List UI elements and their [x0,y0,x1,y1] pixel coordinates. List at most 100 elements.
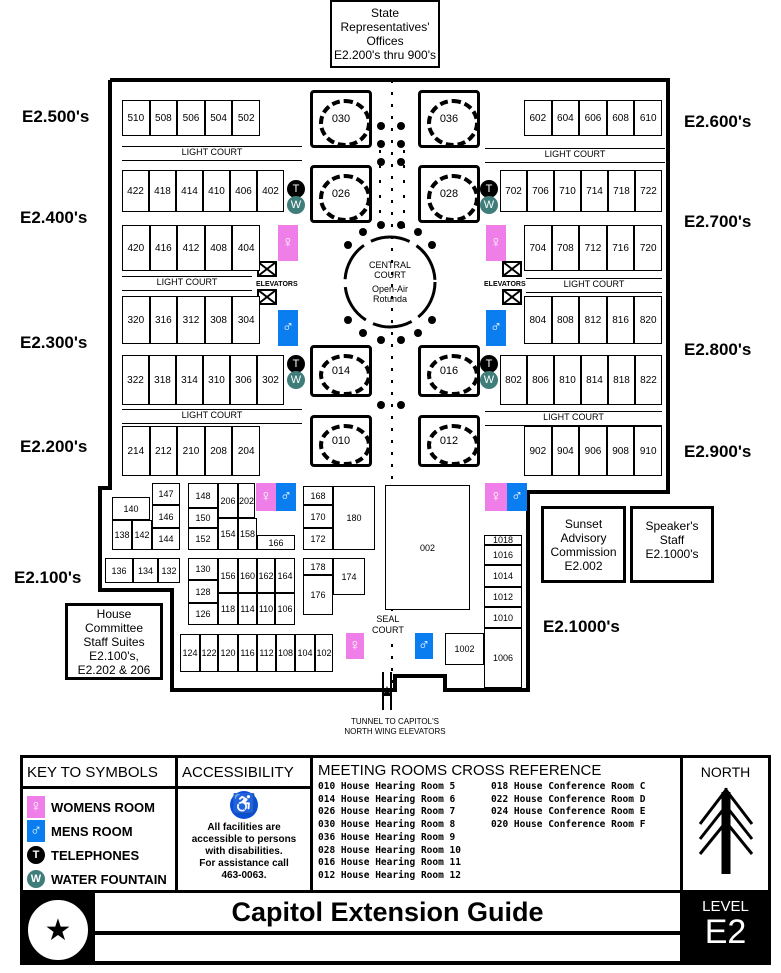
meeting-room-entry: 014 House Hearing Room 6 [318,793,456,805]
key-label: WATER FOUNTAIN [51,871,167,887]
mens-room-icon: ♂ [486,310,506,346]
room: 322 [122,355,149,405]
room: 106 [275,593,295,625]
room: 208 [204,426,233,476]
water-fountain-icon: W [287,196,305,214]
room: 178 [303,558,333,575]
room: 168 [303,486,333,505]
room: 706 [527,170,554,212]
room: 120 [218,634,238,672]
tunnel-label: TUNNEL TO CAPITOL'S NORTH WING ELEVATORS [325,717,465,737]
room: 714 [581,170,608,212]
texas-seal-logo: ★ [26,898,90,962]
room: 418 [149,170,176,212]
room: 214 [122,426,150,476]
room: 510 [122,100,150,136]
seal-court-label: COURT [372,625,404,635]
elevators-label-right: ELEVATORS [484,281,526,288]
room: 716 [606,225,635,271]
key-womens: ♀WOMENS ROOM [27,795,171,819]
room: 142 [132,520,152,550]
meeting-room-entry: 018 House Conference Room C [491,781,646,792]
room: 816 [606,296,635,344]
room: 104 [295,634,315,672]
room: 712 [579,225,607,271]
hearing-room: 016 [418,345,480,397]
meeting-room-entry: 012 House Hearing Room 12 [318,869,461,881]
hearing-room: 030 [310,90,372,148]
box-line: Speaker's [645,519,699,533]
room: 602 [524,100,552,136]
guide-title: Capitol Extension Guide [95,893,680,931]
box-line: State [370,6,400,20]
room: 124 [180,634,200,672]
mens-room-icon: ♂ [278,310,298,346]
mens-room-icon: ♂ [415,633,433,659]
room: 404 [232,225,260,271]
room: 126 [188,603,218,625]
telephone-icon: T [287,355,305,373]
room: 802 [500,355,527,405]
room: 102 [315,634,333,672]
room: 212 [149,426,178,476]
room: 172 [303,528,333,550]
meeting-room-entry: 026 House Hearing Room 7 [318,806,456,818]
hearing-room: 028 [418,165,480,223]
elevators-label-left: ELEVATORS [256,281,298,288]
room: 414 [176,170,203,212]
box-line: Staff Suites [83,634,145,649]
box-line: Staff [659,533,685,547]
womens-room-icon: ♀ [486,225,506,261]
room: 502 [232,100,260,136]
room: 910 [634,426,662,476]
level-value: E2 [704,913,747,951]
room: 122 [200,634,218,672]
seal-court-label: SEAL [376,614,400,624]
room: 814 [581,355,608,405]
room: 116 [238,634,257,672]
box-line: Advisory [560,530,607,545]
room: 140 [112,497,150,520]
room: 308 [204,296,233,344]
room: 158 [238,518,257,550]
hearing-room: 026 [310,165,372,223]
central-court-title: COURT [374,270,406,280]
light-court-left: LIGHT COURT [122,409,302,424]
meeting-room-entry: 010 House Hearing Room 5 [318,781,456,792]
room: 806 [527,355,554,405]
room: 150 [188,508,218,528]
wing-label-600: E2.600's [684,112,752,131]
wheelchair-icon: ♿ [230,791,258,819]
room: 148 [188,483,218,508]
room: 420 [122,225,150,271]
tunnel-label-line: NORTH WING ELEVATORS [344,727,446,736]
room: 152 [188,528,218,550]
access-line: For assistance call [199,858,289,869]
room: 902 [524,426,552,476]
wing-label-800: E2.800's [684,340,752,359]
access-line: 463-0063. [221,870,267,881]
room: 720 [634,225,662,271]
north-arrow-icon [698,787,753,874]
meeting-room-entry: 022 House Conference Room D [491,793,646,805]
room: 174 [333,558,365,595]
wing-label-500: E2.500's [22,107,90,126]
room: 146 [152,505,180,528]
room: 820 [634,296,662,344]
room: 162 [257,558,275,593]
box-line: Committee [84,620,143,635]
room: 134 [133,558,158,583]
room: 176 [303,575,333,615]
light-court-right: LIGHT COURT [526,278,662,293]
room: 320 [122,296,150,344]
room: 606 [579,100,607,136]
meeting-room-entry: 024 House Conference Room E [491,806,646,818]
room: 410 [203,170,230,212]
room: 156 [218,558,238,593]
room: 130 [188,558,218,580]
room: 170 [303,505,333,528]
room: 718 [608,170,635,212]
room: 906 [579,426,607,476]
